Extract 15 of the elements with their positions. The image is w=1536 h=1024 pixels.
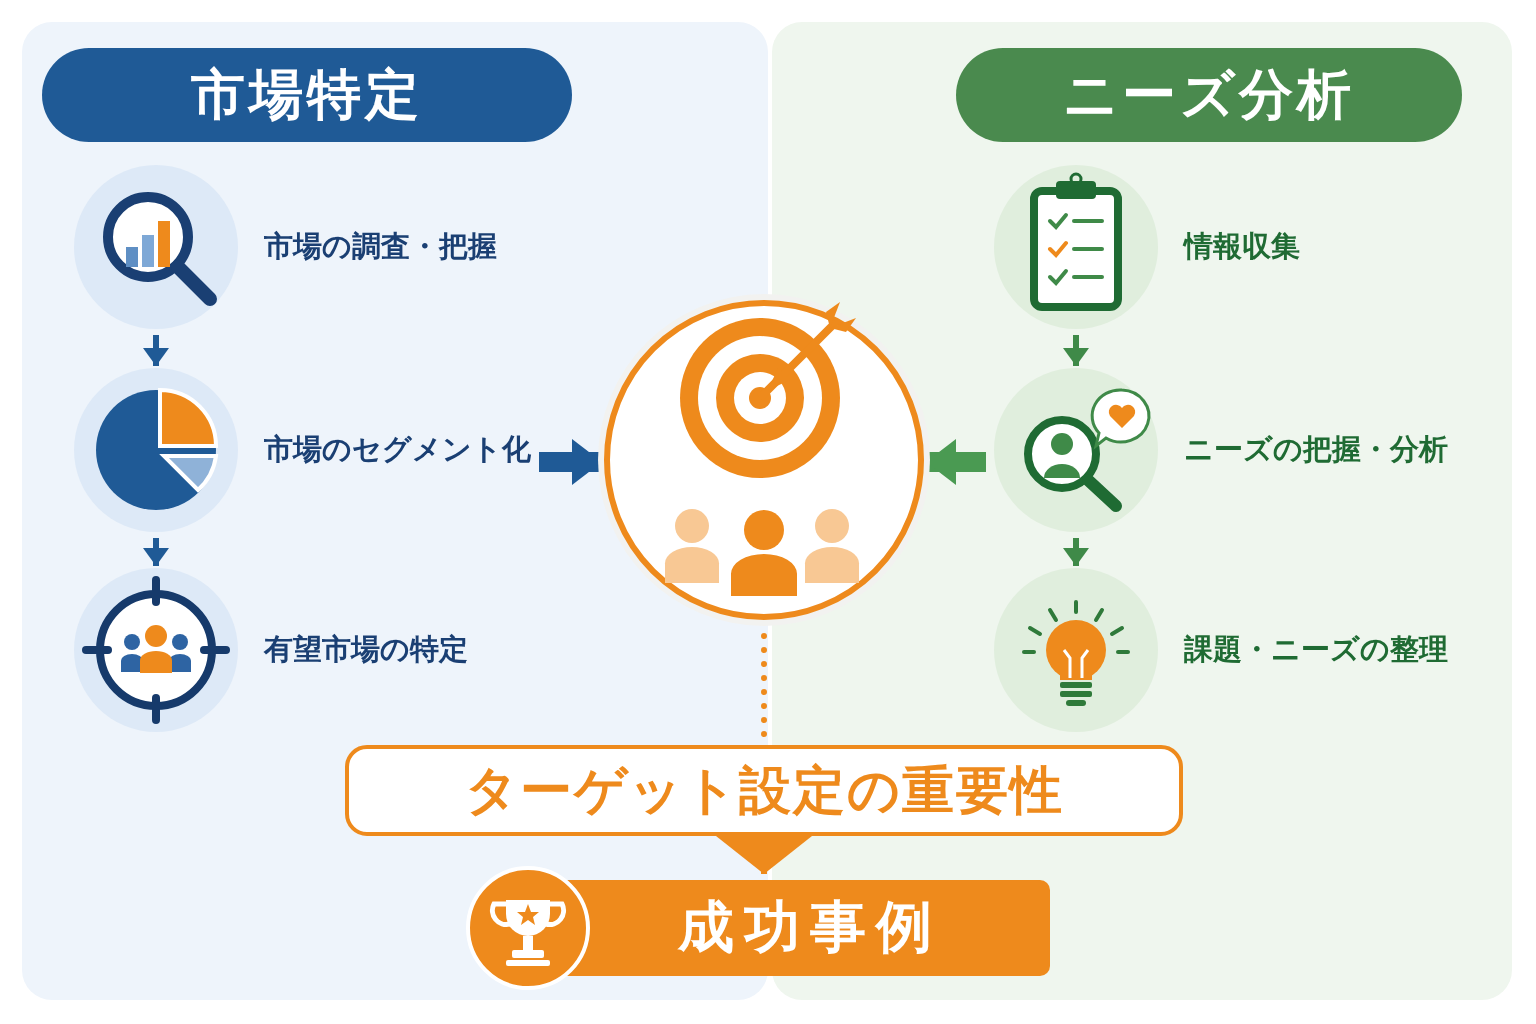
arrow bbox=[1063, 538, 1089, 566]
step-label: ニーズの把握・分析 bbox=[1184, 431, 1448, 468]
section-header: 市場特定 bbox=[42, 48, 572, 142]
step-label: 市場のセグメント化 bbox=[264, 431, 531, 468]
step-label: 課題・ニーズの整理 bbox=[1184, 631, 1448, 668]
arrow bbox=[143, 538, 169, 566]
step-label: 市場の調査・把握 bbox=[264, 228, 497, 265]
block-arrow bbox=[926, 439, 986, 485]
arrow bbox=[1063, 335, 1089, 366]
arrow bbox=[143, 335, 169, 366]
step-label: 有望市場の特定 bbox=[264, 631, 468, 668]
section-header: ニーズ分析 bbox=[956, 48, 1462, 142]
step-label: 情報収集 bbox=[1184, 228, 1300, 265]
title-box: ターゲット設定の重要性 bbox=[345, 745, 1183, 836]
arrow bbox=[716, 836, 812, 874]
